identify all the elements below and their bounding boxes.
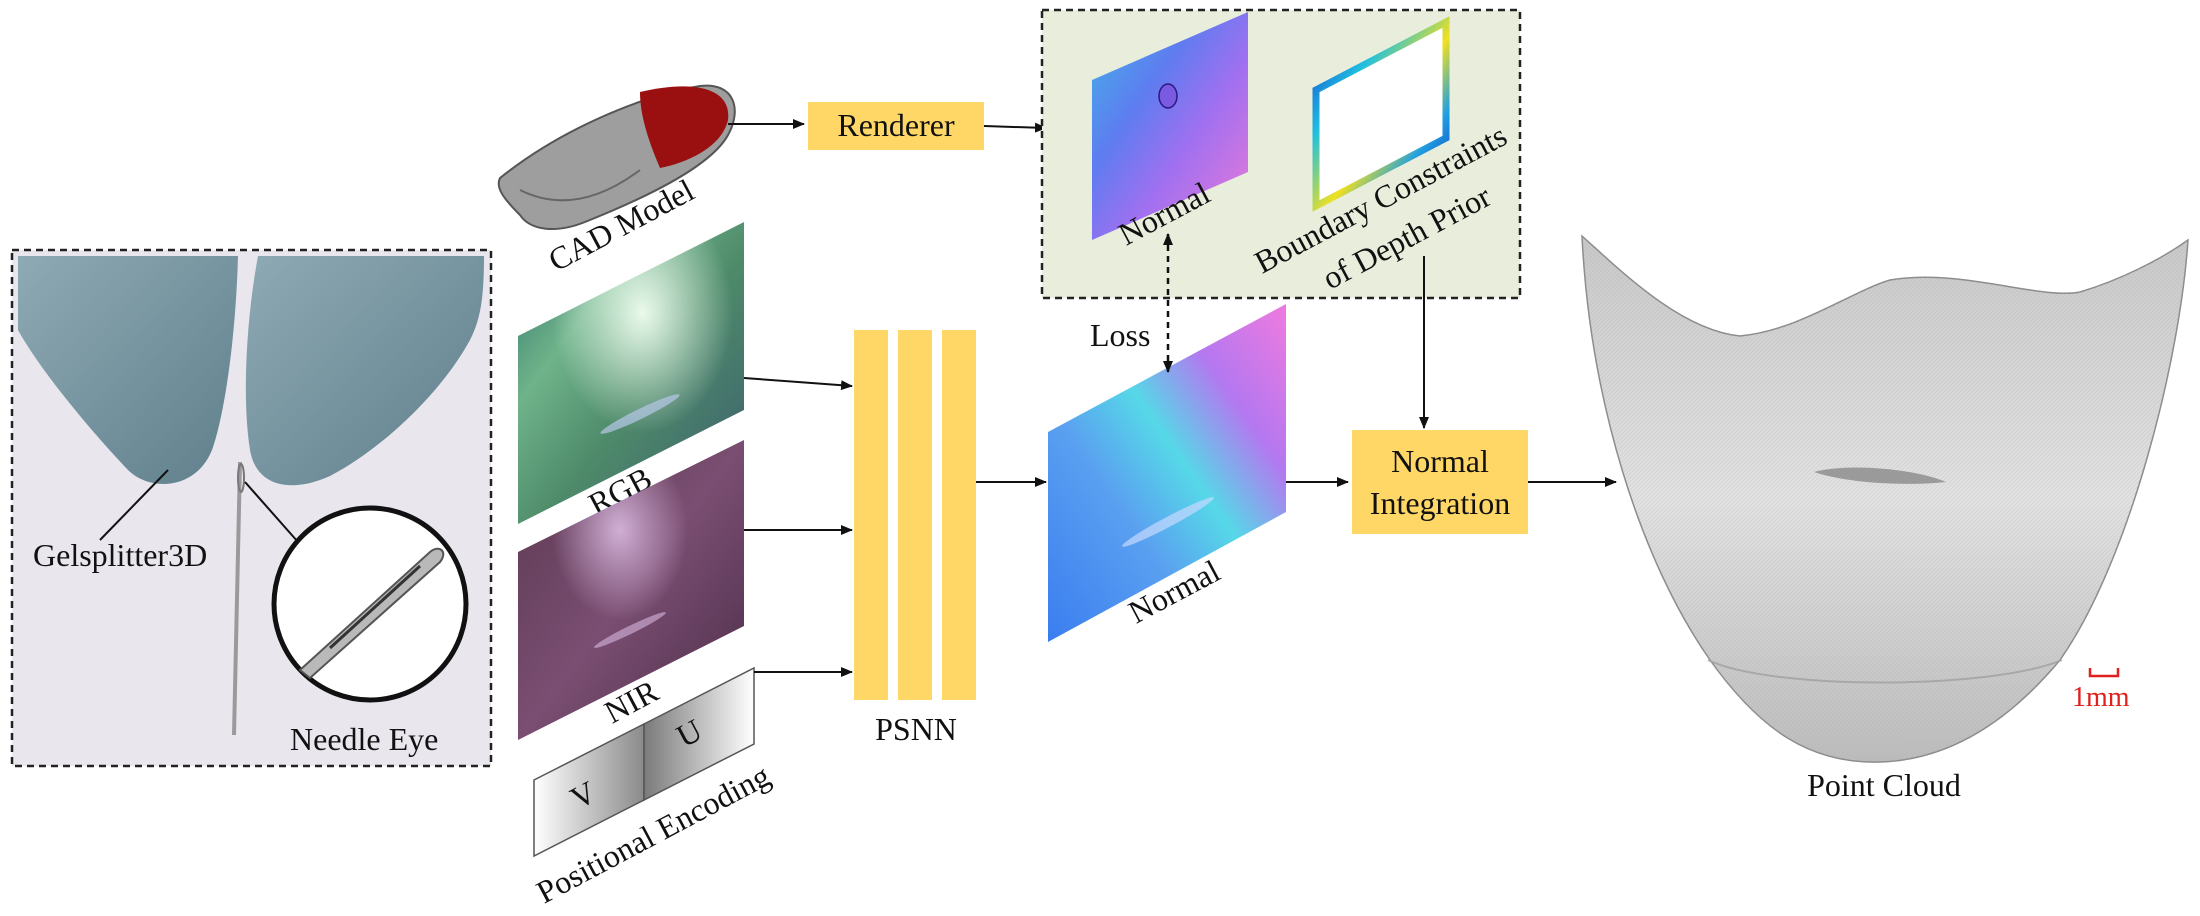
psnn-layer-1 bbox=[854, 330, 888, 700]
output-normal-contact bbox=[1122, 497, 1214, 547]
sensor-inset: Gelsplitter3D Needle Eye bbox=[10, 248, 493, 768]
renderer-rect bbox=[808, 102, 984, 150]
point-cloud-band bbox=[1707, 659, 2063, 684]
integration-label-line2: Integration bbox=[1370, 485, 1510, 521]
rendered-normal-map bbox=[1092, 12, 1248, 240]
point-cloud-indent bbox=[1814, 467, 1946, 484]
needle bbox=[232, 461, 242, 736]
psnn-layer-3 bbox=[942, 330, 976, 700]
arrow-rgb-to-psnn bbox=[743, 377, 853, 391]
needle-eye-small bbox=[237, 463, 245, 493]
scale-bar-mark bbox=[2088, 668, 2120, 678]
psnn-layer-2 bbox=[898, 330, 932, 700]
scale-bar: 1mm bbox=[2072, 668, 2130, 713]
rendered-normal-dimple bbox=[1158, 83, 1178, 109]
output-normal-map bbox=[1048, 304, 1286, 642]
cad-edge bbox=[519, 169, 641, 202]
psnn-label: PSNN bbox=[875, 711, 957, 747]
psnn-network: PSNN bbox=[854, 330, 976, 747]
pe-u-panel bbox=[643, 666, 755, 802]
point-cloud-label: Point Cloud bbox=[1807, 767, 1961, 803]
rgb-highlight bbox=[518, 222, 744, 524]
cad-red-surface bbox=[640, 86, 729, 168]
point-cloud: Point Cloud bbox=[1581, 234, 2189, 803]
nir-input: NIR bbox=[518, 440, 744, 740]
renderer-box: Renderer bbox=[808, 102, 984, 150]
scale-bar-label: 1mm bbox=[2072, 682, 2130, 713]
left-gel-finger bbox=[18, 256, 238, 484]
nir-contact-mark bbox=[594, 612, 666, 648]
boundary-depth-prior bbox=[1312, 16, 1450, 212]
renderer-label: Renderer bbox=[837, 107, 955, 143]
arrow-renderer-to-prior bbox=[983, 122, 1047, 133]
nir-highlight bbox=[518, 440, 744, 740]
sensor-callout-line bbox=[99, 469, 169, 541]
integration-rect bbox=[1352, 430, 1528, 534]
needle-eye-zoom bbox=[298, 547, 445, 680]
right-gel-finger bbox=[245, 256, 484, 486]
gelsplitter3d-label: Gelsplitter3D bbox=[33, 537, 207, 573]
prior-panel: Normal Boundary Constraints of Depth Pri… bbox=[1040, 8, 1522, 300]
point-cloud-texture bbox=[1582, 236, 2188, 763]
needle-eye-slot bbox=[328, 564, 422, 650]
loss-label: Loss bbox=[1090, 317, 1150, 353]
integration-box: Normal Integration bbox=[1352, 430, 1528, 534]
integration-label-line1: Normal bbox=[1391, 443, 1489, 479]
output-normal: Normal bbox=[1048, 304, 1286, 642]
needle-eye-label: Needle Eye bbox=[290, 721, 438, 757]
needle-callout-line bbox=[244, 481, 299, 543]
rgb-contact-mark bbox=[600, 394, 680, 434]
